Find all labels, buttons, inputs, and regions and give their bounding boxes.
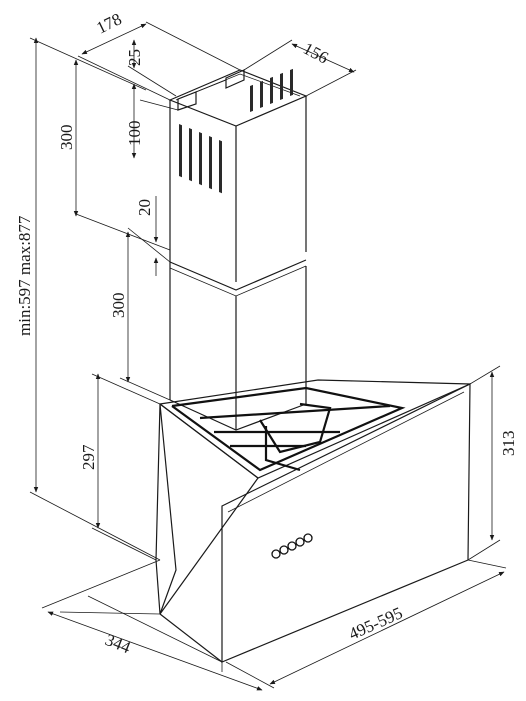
left-side-panel: [155, 403, 177, 615]
dim-label-chimney-depth: 178: [93, 9, 124, 37]
mount-bracket-right: [225, 69, 245, 89]
control-button[interactable]: [271, 549, 281, 559]
mount-bracket-bar: [195, 79, 227, 93]
control-panel: [271, 533, 313, 559]
chimney-top-face: [168, 69, 308, 127]
vent-slots-left: [179, 124, 222, 194]
glass-top-inner: [227, 391, 465, 513]
body-top-ribs: [171, 386, 406, 472]
upper-chimney: [168, 68, 308, 297]
chimney-joint: [169, 259, 307, 291]
dim-label-lower-height: 300: [109, 293, 128, 319]
glass-panel: [221, 383, 471, 663]
dim-label-total-height: min:597 max:877: [15, 215, 34, 336]
dim-label-top-offset: 25: [125, 49, 144, 66]
glass-bottom-left: [159, 613, 223, 663]
dim-label-body-depth: 344: [103, 630, 134, 657]
control-button[interactable]: [295, 537, 305, 547]
hood-body: [155, 379, 471, 663]
control-button[interactable]: [279, 545, 289, 555]
grille-ribs: [199, 402, 391, 472]
control-button[interactable]: [287, 541, 297, 551]
dim-label-body-height-right: 313: [499, 431, 518, 457]
dim-label-upper-gap: 100: [125, 121, 144, 147]
body-top-frame: [158, 379, 471, 479]
dim-label-body-width: 495-595: [346, 603, 406, 643]
left-side-top-edge: [159, 403, 259, 479]
vent-slots-right: [250, 68, 293, 112]
control-button[interactable]: [303, 533, 313, 543]
dim-label-body-height-left: 297: [79, 444, 98, 470]
dim-label-chimney-width: 156: [300, 39, 331, 68]
mount-bracket-left: [177, 91, 197, 111]
dim-label-upper-height: 300: [57, 125, 76, 151]
lower-chimney: [169, 266, 307, 431]
dim-label-joint-gap: 20: [135, 199, 154, 216]
dimension-labels: 178 156 25 100 300 20 300 min:597 max:87…: [15, 9, 518, 657]
dimension-lines: [29, 21, 507, 691]
left-side-diagonal: [159, 477, 259, 615]
